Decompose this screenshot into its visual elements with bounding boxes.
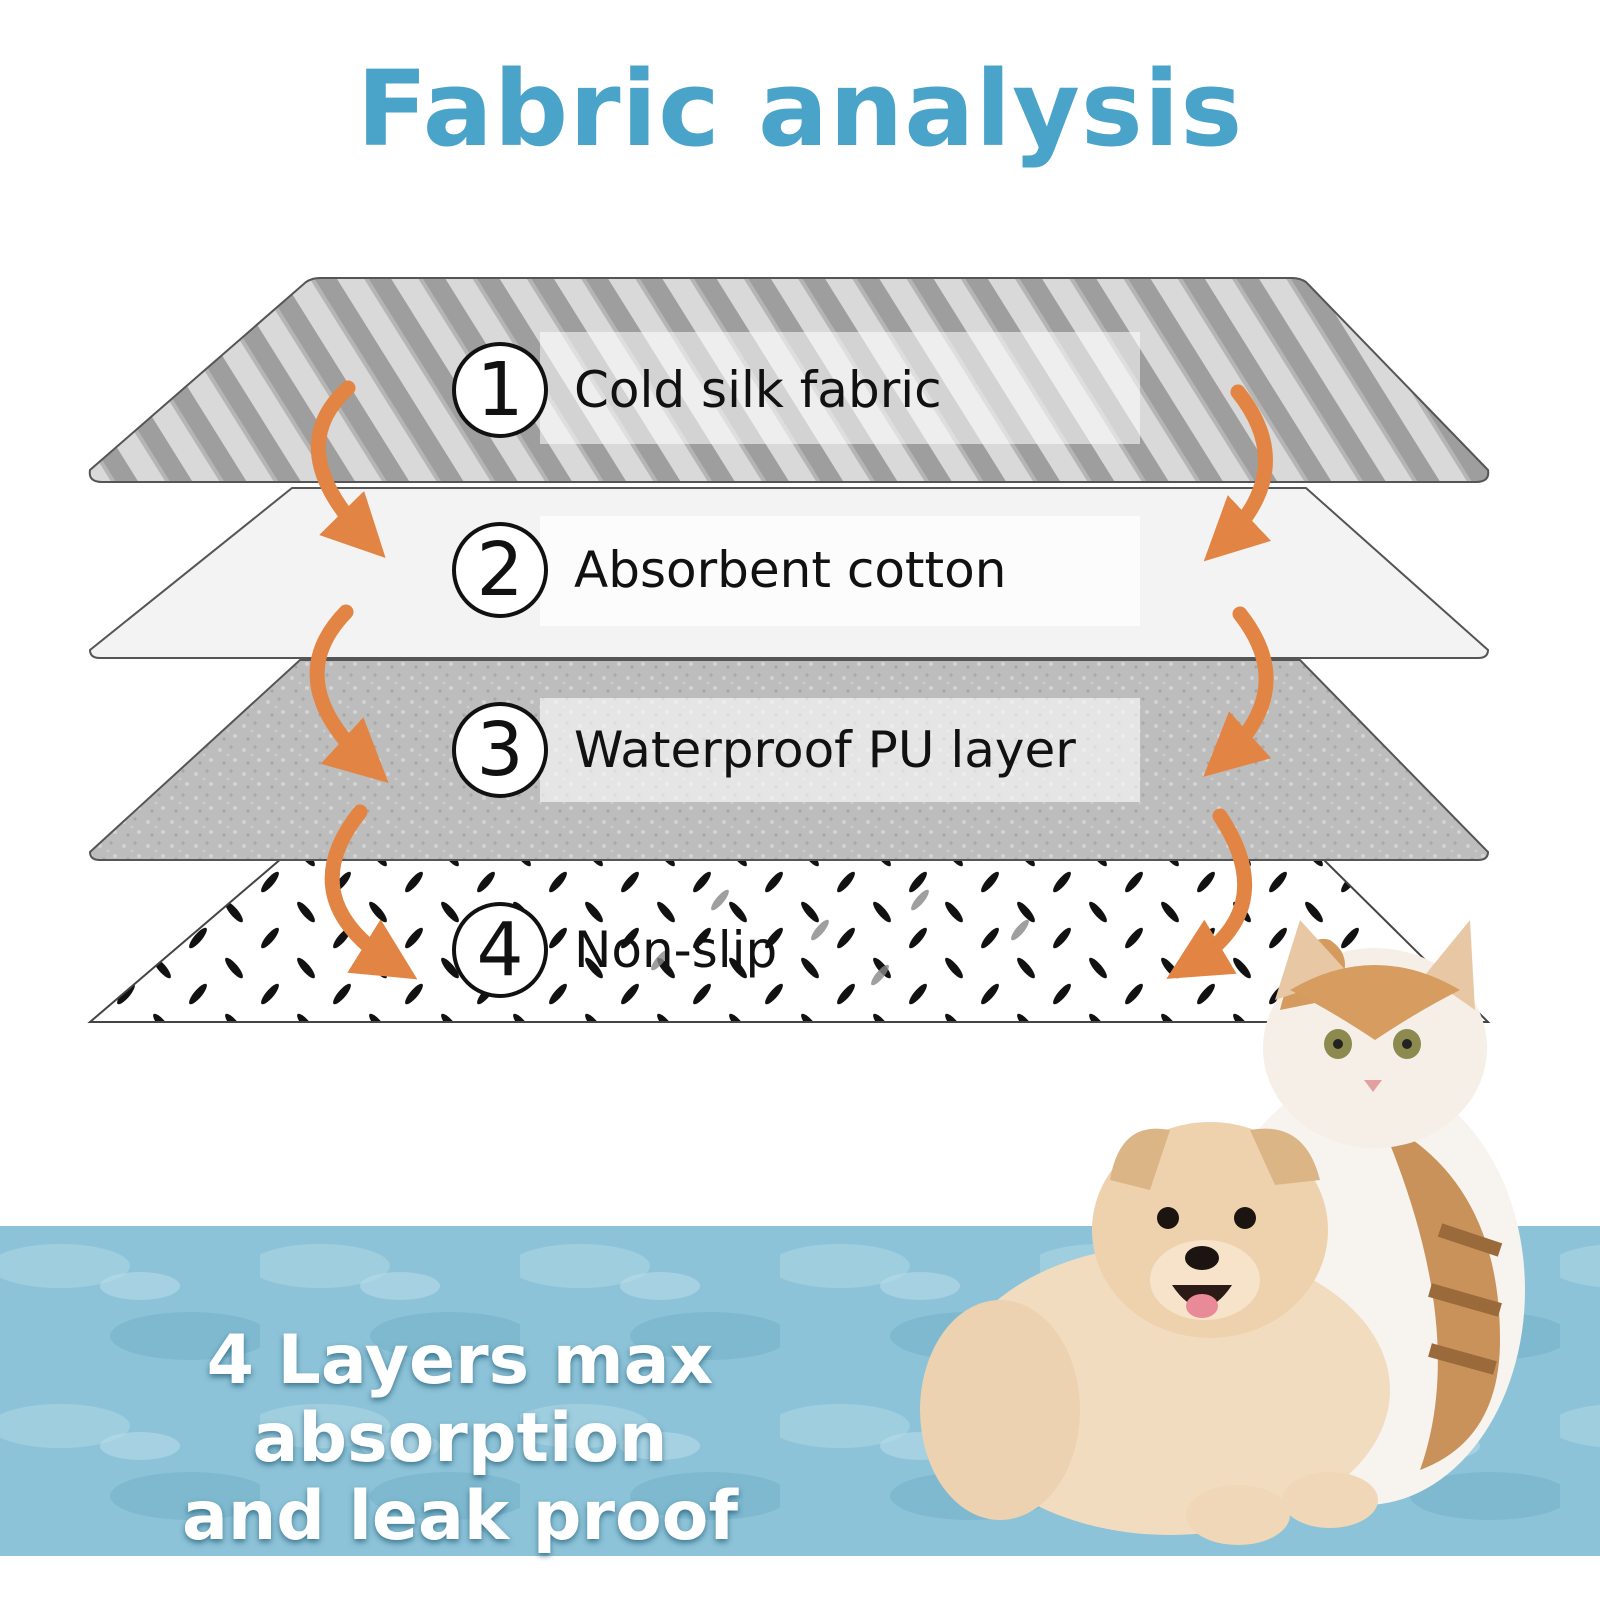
layer-4-sheet bbox=[87, 857, 1491, 1023]
page-title: Fabric analysis bbox=[356, 48, 1244, 170]
layer-number-badge: 4 bbox=[452, 902, 548, 998]
tagline-line-2: and leak proof bbox=[181, 1477, 739, 1556]
layer-number-badge: 3 bbox=[452, 702, 548, 798]
layer-2-label-panel bbox=[540, 516, 1140, 626]
layer-number-badge: 1 bbox=[452, 342, 548, 438]
arrow-group bbox=[309, 380, 1274, 980]
arrow-left-2 bbox=[309, 604, 389, 783]
arrow-right-3 bbox=[1166, 808, 1253, 979]
layer-name: Cold silk fabric bbox=[574, 361, 942, 419]
arrow-left-3 bbox=[324, 804, 418, 980]
layer-name: Waterproof PU layer bbox=[574, 721, 1076, 779]
layer-3-label-panel bbox=[540, 698, 1140, 802]
layer-name: Absorbent cotton bbox=[574, 541, 1007, 599]
layer-1-label: 1 Cold silk fabric bbox=[452, 340, 942, 440]
tagline: 4 Layers max absorption and leak proof bbox=[0, 1322, 920, 1556]
layer-1-label-panel bbox=[540, 332, 1140, 444]
layer-4-label: 4 Non-slip bbox=[452, 900, 777, 1000]
arrow-right-2 bbox=[1203, 606, 1274, 777]
layer-name: Non-slip bbox=[574, 921, 778, 979]
layer-3-label: 3 Waterproof PU layer bbox=[452, 700, 1076, 800]
layer-4-grey-marks bbox=[651, 889, 1029, 986]
tagline-line-1: 4 Layers max absorption bbox=[206, 1321, 714, 1478]
layer-2-label: 2 Absorbent cotton bbox=[452, 520, 1006, 620]
arrow-right-1 bbox=[1203, 384, 1273, 562]
arrow-left-1 bbox=[311, 380, 386, 559]
layer-number-badge: 2 bbox=[452, 522, 548, 618]
